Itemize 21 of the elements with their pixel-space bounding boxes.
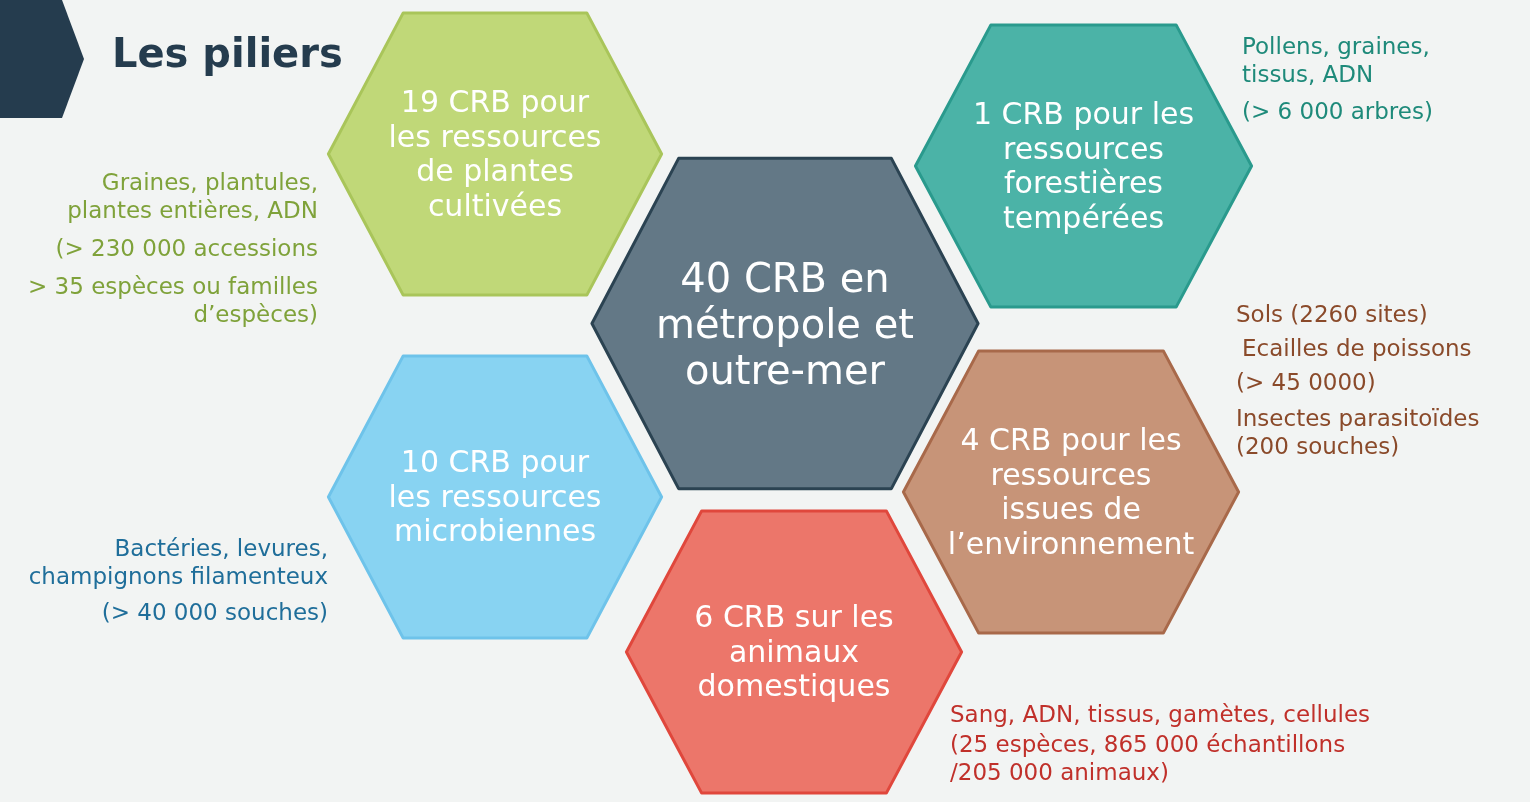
hexagon-label: 4 CRB pour les ressources issues de l’environnement — [946, 423, 1196, 561]
note-text: > 35 espèces ou familles d’espèces) — [27, 272, 318, 328]
note-text: (> 45 0000) — [1236, 368, 1377, 396]
note-text: (25 espèces, 865 000 échantillons /205 000 animaux) — [950, 730, 1347, 786]
note-text: Insectes parasitoïdes (200 souches) — [1236, 404, 1481, 460]
note-text: Sols (2260 sites) — [1236, 300, 1429, 328]
note-text: (> 6 000 arbres) — [1242, 97, 1434, 125]
note-text: (> 230 000 accessions — [54, 234, 318, 262]
note-text: Sang, ADN, tissus, gamètes, cellules — [950, 700, 1372, 728]
note-text: Pollens, graines, tissus, ADN — [1242, 32, 1431, 88]
note-text: (> 40 000 souches) — [100, 598, 328, 626]
note-text: Bactéries, levures, champignons filamenteux — [27, 534, 328, 590]
hexagon-label: 40 CRB en métropole et outre-mer — [655, 254, 915, 393]
note-text: Ecailles de poissons — [1242, 334, 1473, 362]
chevron-banner — [0, 0, 84, 118]
note-text: Graines, plantules, plantes entières, ADN — [66, 168, 318, 224]
title: Les piliers — [112, 30, 343, 76]
hexagon-label: 1 CRB pour les ressources forestières tempérées — [971, 97, 1196, 235]
hexagon-label: 10 CRB pour les ressources microbiennes — [387, 445, 603, 549]
hexagon-label: 19 CRB pour les ressources de plantes cultivées — [387, 85, 603, 223]
hexagon-label: 6 CRB sur les animaux domestiques — [693, 600, 895, 704]
